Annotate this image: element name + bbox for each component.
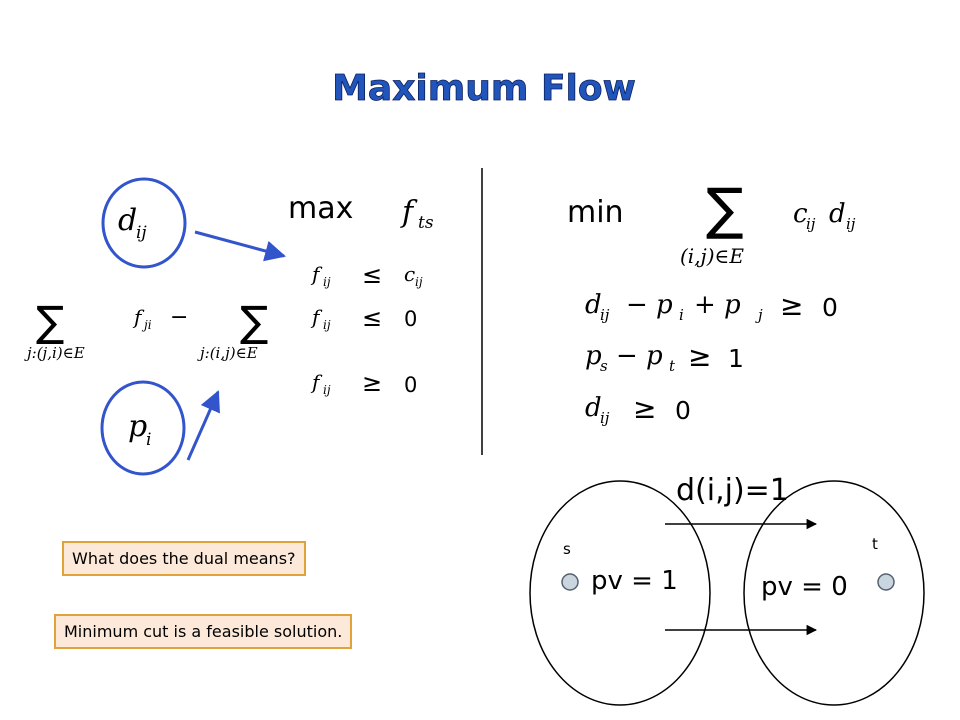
source-side-set xyxy=(529,480,711,706)
dual-c1-part2: ij xyxy=(600,306,610,324)
primal-c2-sum1: ∑ xyxy=(36,297,64,346)
sink-side-set xyxy=(743,480,925,706)
primal-c3-lhs: f xyxy=(310,370,323,394)
source-node xyxy=(561,573,579,591)
dual-c3-part1: d xyxy=(585,393,602,423)
potential-sub: i xyxy=(146,430,151,450)
dual-c3-rhs: 0 xyxy=(675,396,691,425)
dual-c1-part4: i xyxy=(679,306,684,324)
dual-variable-var: d xyxy=(118,203,137,238)
dual-c1-part3: − p xyxy=(626,290,673,320)
dual-variable-sub: ij xyxy=(136,223,147,243)
page-title: Maximum Flow xyxy=(332,68,636,109)
primal-c3-rel: ≥ xyxy=(362,369,382,397)
primal-objective-sub: ts xyxy=(418,213,434,233)
dual-c1-part1: d xyxy=(585,290,602,320)
source-potential: pv = 1 xyxy=(591,566,678,596)
dual-c2-part2: s xyxy=(600,357,608,375)
dual-c3-rel: ≥ xyxy=(633,392,656,425)
dual-c2-part3: − p xyxy=(616,341,663,371)
primal-c1-lhs: f xyxy=(310,262,323,286)
primal-c3-rhs: 0 xyxy=(404,373,417,397)
sink-node-label: t xyxy=(872,535,878,553)
primal-c1-rel: ≤ xyxy=(362,261,382,289)
primal-c2-rel: ≤ xyxy=(362,304,382,332)
dual-objective-c-sub: ij xyxy=(806,215,816,233)
potential-circle xyxy=(100,380,186,476)
dual-objective-sum-sub: (i,j)∈E xyxy=(680,244,744,268)
dual-c1-rel: ≥ xyxy=(780,289,803,322)
dual-c2-part1: p xyxy=(585,341,602,371)
potential-var: p xyxy=(128,409,147,444)
dual-c1-part5: + p xyxy=(694,290,741,320)
dual-variable-arrow xyxy=(194,230,287,262)
dual-c2-rel: ≥ xyxy=(688,340,711,373)
dual-objective-op: min xyxy=(567,195,624,230)
dual-c3-part2: ij xyxy=(600,409,610,427)
dual-c2-part4: t xyxy=(669,357,676,375)
primal-c3-lhs-sub: ij xyxy=(323,383,331,397)
dual-objective-d-sub: ij xyxy=(846,215,856,233)
primal-c2-sum1-sub: j:(j,i)∈E xyxy=(24,344,85,362)
primal-c2-lhs-sub: ij xyxy=(323,318,331,332)
primal-c2-lhs: f xyxy=(310,305,323,329)
primal-c2-sum2: ∑ xyxy=(240,297,268,346)
source-node-label: s xyxy=(563,540,571,558)
primal-c1-lhs-sub: ij xyxy=(323,275,331,289)
answer-note: Minimum cut is a feasible solution. xyxy=(54,614,353,649)
sink-potential: pv = 0 xyxy=(761,572,848,602)
primal-c1-rhs: c xyxy=(404,262,415,286)
primal-objective-var: f xyxy=(400,195,418,230)
dual-c2-rhs: 1 xyxy=(728,344,744,373)
question-note: What does the dual means? xyxy=(62,541,306,576)
potential-arrow xyxy=(186,390,220,461)
primal-c2-minus: − xyxy=(170,305,188,330)
sink-node xyxy=(877,573,895,591)
primal-c2-rhs: 0 xyxy=(404,307,417,331)
primal-c2-term1-sub: ji xyxy=(141,318,152,332)
dual-c1-part6: j xyxy=(755,306,763,324)
dual-objective-d: d xyxy=(829,199,846,229)
dual-c1-rhs: 0 xyxy=(822,293,838,322)
dual-variable-circle xyxy=(101,177,187,269)
dual-objective-sum: ∑ xyxy=(706,177,744,242)
cut-label: d(i,j)=1 xyxy=(676,473,789,508)
dual-objective-c: c xyxy=(793,199,808,229)
primal-c1-rhs-sub: ij xyxy=(415,275,423,289)
primal-c2-sum2-sub: j:(i,j)∈E xyxy=(197,344,258,362)
primal-objective-op: max xyxy=(288,191,353,226)
